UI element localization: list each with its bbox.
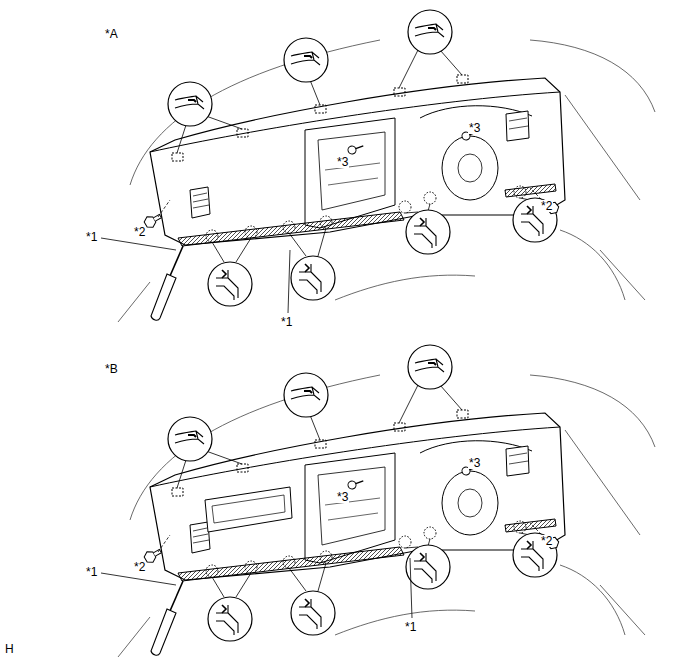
callout-number: *2 <box>133 561 146 573</box>
callout-number: *2 <box>540 535 553 547</box>
callout-number: *3 <box>468 122 481 134</box>
glove-box-inner <box>212 495 285 523</box>
callout-number: *3 <box>336 156 349 168</box>
callout-number: *1 <box>85 231 98 243</box>
view-label: *A <box>104 28 119 40</box>
callout-number: *1 <box>85 566 98 578</box>
callout-number: *1 <box>280 316 293 328</box>
callout-number: *1 <box>404 621 417 633</box>
view-label: *B <box>104 363 119 375</box>
panel-view-a <box>118 10 655 322</box>
callout-number: *3 <box>468 457 481 469</box>
figure-code: H <box>4 643 15 655</box>
callout-number: *2 <box>540 200 553 212</box>
leader-lines <box>101 238 412 618</box>
callout-number: *3 <box>336 491 349 503</box>
panel-view-b <box>118 345 655 657</box>
glove-box-opening <box>205 487 292 532</box>
callout-number: *2 <box>133 226 146 238</box>
